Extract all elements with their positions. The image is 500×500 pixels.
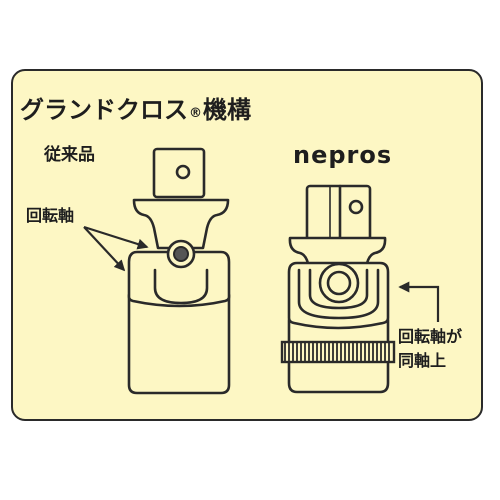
- diagram-title: グランドクロス®機構: [20, 96, 251, 124]
- conventional-square-drive: [152, 147, 206, 199]
- conventional-socket-body: [127, 293, 231, 395]
- nepros-joint-illustration: [287, 184, 390, 394]
- nepros-pivot-inner: [326, 270, 352, 296]
- coaxial-note-line2: 同軸上: [398, 351, 447, 370]
- conventional-yoke: [132, 198, 230, 250]
- nepros-square-drive: [305, 184, 372, 242]
- pivot-arrow-upper: [83, 225, 149, 250]
- conventional-drive-hole: [175, 164, 191, 180]
- conventional-socket-head: [127, 250, 231, 308]
- nepros-drive-hole: [348, 199, 364, 215]
- nepros-outer-slot: [297, 268, 380, 320]
- diagram-frame: [11, 69, 483, 421]
- nepros-knurled-band: [280, 340, 396, 364]
- nepros-logo: nepros: [293, 141, 393, 169]
- coaxial-arrow: [398, 281, 440, 322]
- pivot-arrow-lower: [83, 226, 126, 272]
- coaxial-note: 回転軸が 同軸上: [398, 325, 462, 373]
- coaxial-note-line1: 回転軸が: [398, 327, 463, 346]
- conventional-inner-slot: [153, 268, 209, 305]
- conventional-pivot-pin: [173, 246, 189, 262]
- conventional-joint-illustration: [127, 147, 231, 395]
- nepros-inner-slot: [308, 268, 369, 310]
- nepros-pivot-ring: [318, 262, 360, 304]
- pivot-arrows: [83, 225, 149, 272]
- pivot-axis-label: 回転軸: [26, 206, 75, 225]
- conventional-product-label: 従来品: [44, 145, 95, 165]
